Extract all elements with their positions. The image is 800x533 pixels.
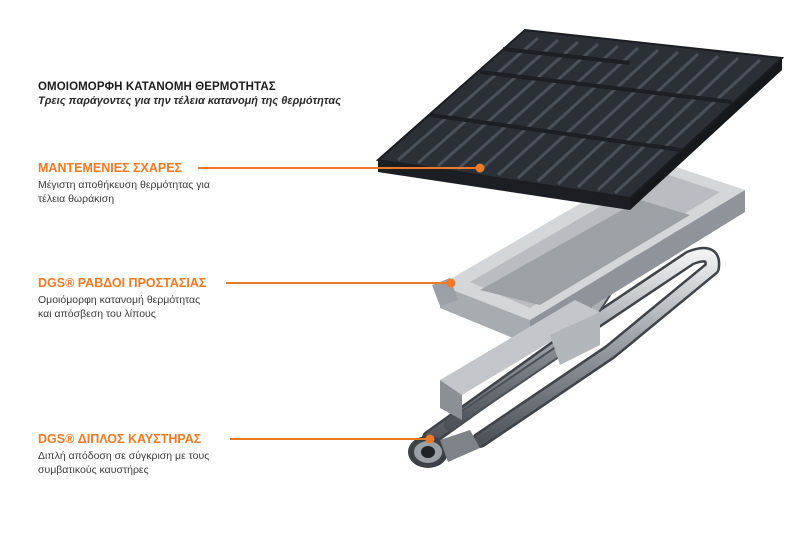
feature-description-line: και απόσβεση του λίπους [38, 308, 156, 320]
feature-dual-burner: DGS® ΔΙΠΛΟΣ ΚΑΥΣΤΗΡΑΣ Διπλή απόδοση σε σ… [38, 431, 209, 477]
feature-cast-iron-grates: ΜΑΝΤΕΜΕΝΙΕΣ ΣΧΑΡΕΣ Μέγιστη αποθήκευση θε… [38, 160, 210, 206]
feature-description-line: Ομοιόμορφη κατανομή θερμότητας [38, 294, 201, 306]
feature-description: Μέγιστη αποθήκευση θερμότητας για τέλεια… [38, 178, 210, 206]
feature-description: Ομοιόμορφη κατανομή θερμότητας και απόσβ… [38, 293, 206, 321]
feature-description-line: Μέγιστη αποθήκευση θερμότητας για [38, 179, 210, 191]
feature-flavor-bars: DGS® ΡΑΒΔΟΙ ΠΡΟΣΤΑΣΙΑΣ Ομοιόμορφη κατανο… [38, 275, 206, 321]
page-title: ΟΜΟΙΟΜΟΡΦΗ ΚΑΤΑΝΟΜΗ ΘΕΡΜΟΤΗΤΑΣ [38, 81, 276, 93]
cast-iron-grate-illustration [375, 28, 785, 210]
page-subtitle: Τρεις παράγοντες για την τέλεια κατανομή… [38, 95, 341, 107]
feature-description: Διπλή απόδοση σε σύγκριση με τους συμβατ… [38, 449, 209, 477]
callout-lines [198, 163, 485, 444]
feature-title: DGS® ΡΑΒΔΟΙ ΠΡΟΣΤΑΣΙΑΣ [38, 276, 207, 290]
feature-title: ΜΑΝΤΕΜΕΝΙΕΣ ΣΧΑΡΕΣ [38, 161, 183, 175]
flavor-bar-illustration [432, 160, 745, 420]
feature-description-line: τέλεια θωράκιση [38, 193, 115, 205]
feature-title: DGS® ΔΙΠΛΟΣ ΚΑΥΣΤΗΡΑΣ [38, 432, 202, 446]
feature-description-line: Διπλή απόδοση σε σύγκριση με τους [38, 450, 210, 462]
feature-description-line: συμβατικούς καυστήρες [38, 464, 149, 476]
header: ΟΜΟΙΟΜΟΡΦΗ ΚΑΤΑΝΟΜΗ ΘΕΡΜΟΤΗΤΑΣ Τρεις παρ… [38, 80, 341, 108]
